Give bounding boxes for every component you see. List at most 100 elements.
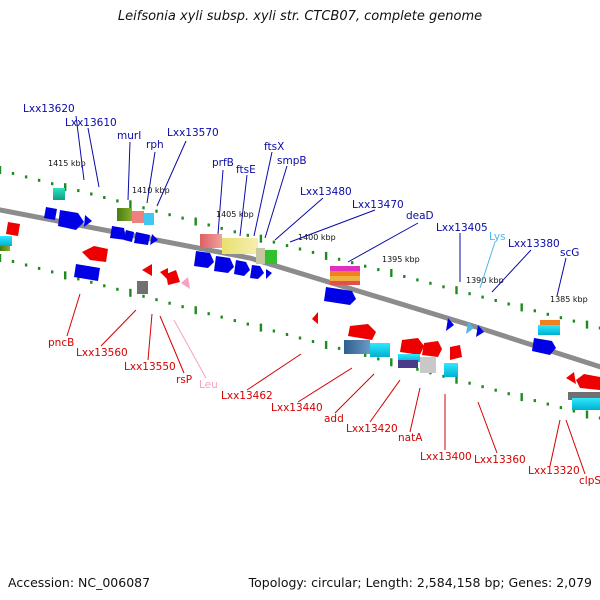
- tick-mark: [598, 326, 600, 330]
- gene-label: Lxx13560: [76, 347, 128, 359]
- tick-mark: [390, 269, 393, 277]
- gene-box: [222, 238, 258, 254]
- gene-forward-arrow: [446, 318, 454, 331]
- gene-label: ftsX: [264, 141, 284, 153]
- gene-box: [200, 234, 222, 248]
- tick-mark: [494, 299, 497, 302]
- gene-label: Lxx13360: [474, 454, 526, 466]
- gene-label: Lxx13420: [346, 423, 398, 435]
- tick-mark: [494, 388, 497, 392]
- gene-label: ftsE: [236, 164, 256, 176]
- gene-label: scG: [560, 247, 579, 259]
- tick-mark: [246, 233, 249, 237]
- tick-mark: [90, 280, 93, 284]
- gene-label: natA: [398, 432, 423, 444]
- tick-mark: [546, 312, 549, 316]
- tick-mark: [0, 254, 2, 262]
- tick-mark: [533, 309, 536, 313]
- tick-mark: [377, 357, 380, 361]
- tick-mark: [324, 341, 328, 349]
- gene-reverse-arrow: [566, 372, 576, 384]
- tick-mark: [181, 305, 184, 309]
- gene-reverse-arrow: [6, 222, 20, 236]
- gene-forward-arrow: [250, 265, 264, 279]
- tick-mark: [246, 322, 249, 326]
- tick-mark: [285, 244, 289, 248]
- gene-box: [420, 357, 436, 373]
- gene-box: [344, 340, 370, 354]
- gene-forward-arrow: [324, 287, 356, 305]
- rna-leu-mark: [181, 277, 190, 289]
- gene-forward-arrow: [476, 325, 484, 337]
- gene-box: [144, 213, 154, 225]
- tick-mark: [337, 257, 341, 261]
- gene-reverse-arrow: [160, 268, 168, 280]
- kbp-label: 1410 kbp: [132, 186, 170, 195]
- gene-label: clpS: [579, 475, 600, 487]
- tick-mark: [51, 270, 54, 274]
- tick-mark: [168, 301, 171, 305]
- tick-mark: [90, 192, 93, 196]
- gene-box: [53, 188, 65, 200]
- tick-mark: [24, 263, 28, 267]
- gene-forward-arrow: [44, 207, 57, 220]
- gene-label: Lxx13620: [23, 103, 75, 115]
- kbp-label: 1405 kbp: [216, 210, 254, 219]
- tick-mark: [259, 234, 263, 243]
- gene-box: [330, 276, 360, 281]
- gene-label: Lxx13570: [167, 127, 219, 139]
- tick-mark: [0, 166, 2, 174]
- tick-mark: [207, 223, 210, 227]
- gene-label: murI: [117, 130, 141, 142]
- gene-forward-arrow: [84, 215, 92, 227]
- tick-mark: [155, 298, 158, 302]
- gene-box: [370, 343, 390, 357]
- gene-box: [330, 281, 360, 285]
- accession-text: Accession: NC_006087: [8, 575, 151, 590]
- tick-mark: [220, 226, 223, 230]
- tick-mark: [572, 319, 576, 323]
- gene-reverse-arrow: [422, 341, 442, 357]
- tick-mark: [337, 346, 341, 350]
- gene-label: Lxx13462: [221, 390, 273, 402]
- tick-mark: [311, 340, 315, 343]
- gene-reverse-arrow: [82, 246, 108, 262]
- tick-mark: [11, 260, 15, 263]
- tick-mark: [233, 319, 236, 323]
- tick-mark: [298, 247, 302, 251]
- tick-mark: [598, 416, 600, 420]
- tick-mark: [142, 294, 145, 298]
- tick-mark: [207, 312, 210, 316]
- tick-mark: [416, 278, 419, 282]
- gene-box: [330, 266, 360, 271]
- tick-mark: [51, 182, 54, 186]
- gene-reverse-arrow: [312, 312, 318, 324]
- tick-mark: [77, 277, 80, 281]
- tick-mark: [546, 402, 549, 406]
- tick-marks: [0, 166, 600, 420]
- gene-box: [572, 398, 600, 410]
- tick-mark: [103, 284, 106, 288]
- tick-mark: [468, 381, 471, 385]
- tick-mark: [455, 286, 458, 295]
- gene-forward-arrow: [124, 230, 134, 242]
- gene-label: rsP: [176, 374, 192, 386]
- gene-forward-arrow: [234, 260, 250, 276]
- gene-reverse-arrow: [348, 324, 376, 340]
- tick-mark: [390, 358, 393, 367]
- tick-mark: [351, 261, 354, 265]
- tick-mark: [272, 329, 276, 333]
- gene-label: add: [324, 413, 344, 425]
- gene-reverse-arrow: [450, 345, 462, 360]
- kbp-label: 1400 kbp: [298, 233, 336, 242]
- tick-mark: [533, 399, 536, 403]
- tick-mark: [520, 303, 523, 312]
- gene-forward-arrow: [266, 269, 272, 279]
- gene-box: [444, 363, 458, 377]
- gene-label: prfB: [212, 157, 234, 169]
- kbp-scale: 1415 kbp 1410 kbp 1405 kbp 1400 kbp 1395…: [48, 159, 588, 304]
- gene-box: [137, 281, 148, 294]
- tick-mark: [103, 196, 106, 199]
- gene-label: Lxx13470: [352, 199, 404, 211]
